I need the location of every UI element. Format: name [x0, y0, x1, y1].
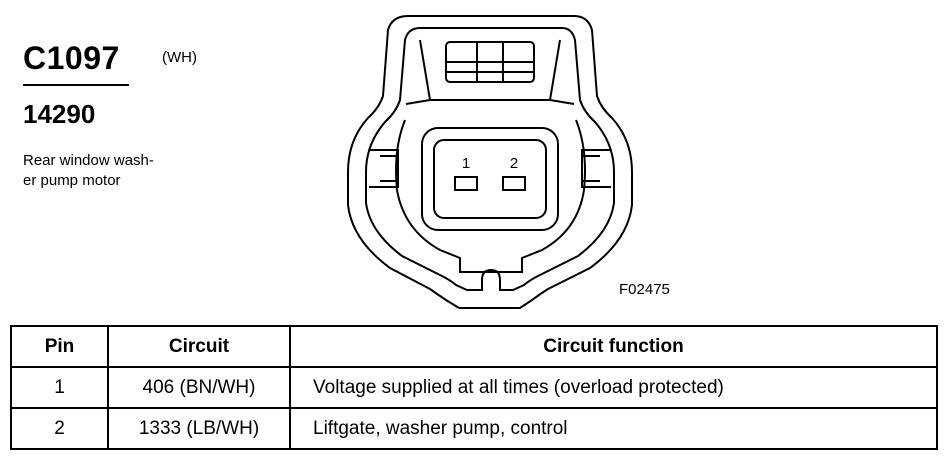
header-pin: Pin: [10, 325, 109, 368]
table-header-row: Pin Circuit Circuit function: [10, 325, 938, 368]
connector-outer-shell: [347, 15, 633, 309]
circuit-function-cell: Voltage supplied at all times (overload …: [289, 366, 938, 409]
component-description: Rear window wash- er pump motor: [23, 151, 203, 191]
pinout-table: Pin Circuit Circuit function 1 406 (BN/W…: [10, 325, 938, 450]
circuit-cell: 406 (BN/WH): [107, 366, 291, 409]
header-circuit: Circuit: [107, 325, 291, 368]
connector-color-code: (WH): [162, 49, 197, 66]
latch-frame: [419, 39, 561, 101]
circuit-cell: 1333 (LB/WH): [107, 407, 291, 450]
terminal-housing-outer: [421, 127, 559, 231]
table-row: 1 406 (BN/WH) Voltage supplied at all ti…: [10, 366, 938, 409]
header-circuit-function: Circuit function: [289, 325, 938, 368]
pin-cell: 2: [10, 407, 109, 450]
connector-inner-shell: [365, 27, 615, 291]
description-line-2: er pump motor: [23, 172, 121, 189]
pin-2-terminal: [502, 176, 526, 191]
connector-id: C1097: [23, 40, 120, 76]
part-number: 14290: [23, 99, 96, 129]
pin-number-labels: 1 2: [462, 155, 518, 172]
description-line-1: Rear window wash-: [23, 152, 154, 169]
table-row: 2 1333 (LB/WH) Liftgate, washer pump, co…: [10, 407, 938, 450]
connector-face-drawing: [347, 15, 633, 309]
pin-1-label: 1: [462, 155, 470, 172]
figure-code: F02475: [619, 281, 670, 298]
connector-id-underline: [23, 84, 129, 86]
left-rib: [369, 149, 399, 188]
face-contour: [395, 119, 586, 273]
terminal-housing-inner: [433, 139, 547, 219]
pin-1-terminal: [454, 176, 478, 191]
pin-2-label: 2: [510, 155, 518, 172]
right-rib: [581, 149, 611, 188]
pin-cell: 1: [10, 366, 109, 409]
circuit-function-cell: Liftgate, washer pump, control: [289, 407, 938, 450]
